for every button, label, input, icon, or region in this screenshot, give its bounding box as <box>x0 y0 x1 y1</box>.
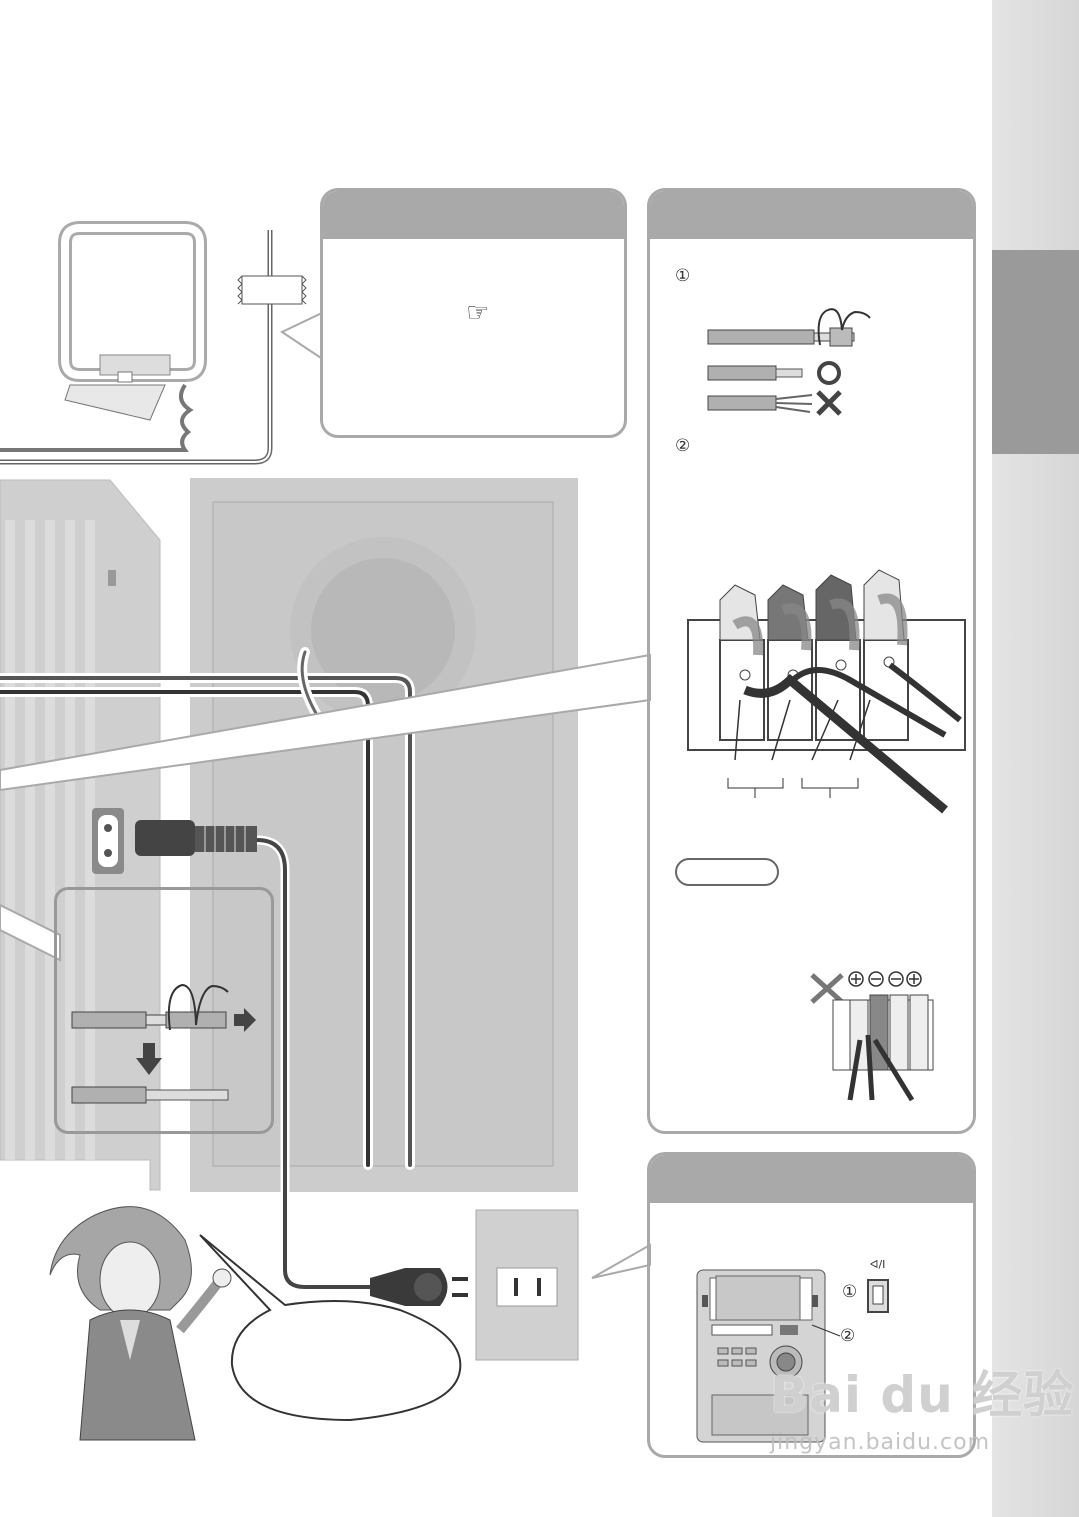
ac-cord-connector <box>135 820 257 856</box>
baidu-watermark-url: jingyan.baidu.com <box>770 1430 991 1455</box>
panel-header <box>323 191 624 239</box>
cross-ng-icon <box>816 390 842 416</box>
unit-notch <box>108 570 116 586</box>
guide-character <box>49 1206 232 1441</box>
power-step-two-marker: ② <box>840 1326 856 1346</box>
callout-wedge-terminals <box>0 653 651 792</box>
power-button-label: ᐊ/I <box>870 1258 886 1271</box>
panel-header <box>650 1155 973 1203</box>
main-unit-vents <box>5 520 95 1160</box>
callout-wedge-antenna <box>279 310 325 362</box>
arrow-right-icon <box>234 1008 256 1032</box>
wire-twist-diagram-2 <box>71 983 256 1104</box>
step-two-marker: ② <box>675 436 691 456</box>
mini-system <box>696 1269 841 1443</box>
callout-wedge-power <box>591 1243 651 1279</box>
tape-strip <box>237 275 307 305</box>
cross-ng-icon <box>810 973 844 1004</box>
callout-wedge-wire <box>0 903 61 962</box>
pointing-hand-icon: ☞ <box>466 298 490 328</box>
panel-header <box>650 191 973 239</box>
power-step-one-marker: ① <box>842 1282 858 1302</box>
baidu-watermark-logo: Bai du 经验 <box>770 1366 1075 1424</box>
wire-twist-diagram <box>707 308 871 347</box>
power-panel <box>647 1152 976 1458</box>
step-one-marker: ① <box>675 266 691 286</box>
wire-ok-example <box>707 361 841 385</box>
bracket-left <box>727 778 784 798</box>
am-loop-antenna <box>0 221 207 452</box>
wrong-connection-diagram <box>810 971 934 1102</box>
antenna-wire <box>0 230 273 465</box>
side-tab <box>992 250 1079 454</box>
bracket-right <box>801 778 859 798</box>
note-label-pill <box>675 858 779 886</box>
antenna-note-panel <box>320 188 627 438</box>
speaker-connection-panel <box>647 188 976 1134</box>
wire-ng-example <box>707 390 842 416</box>
speaker-cone-inner <box>311 558 455 702</box>
circle-ok-icon <box>817 361 841 385</box>
speaker-terminal-block <box>687 569 966 814</box>
speech-bubble <box>199 1234 462 1422</box>
wall-plug <box>370 1268 468 1306</box>
wire-prep-panel <box>54 887 274 1134</box>
arrow-down-icon <box>136 1043 162 1075</box>
